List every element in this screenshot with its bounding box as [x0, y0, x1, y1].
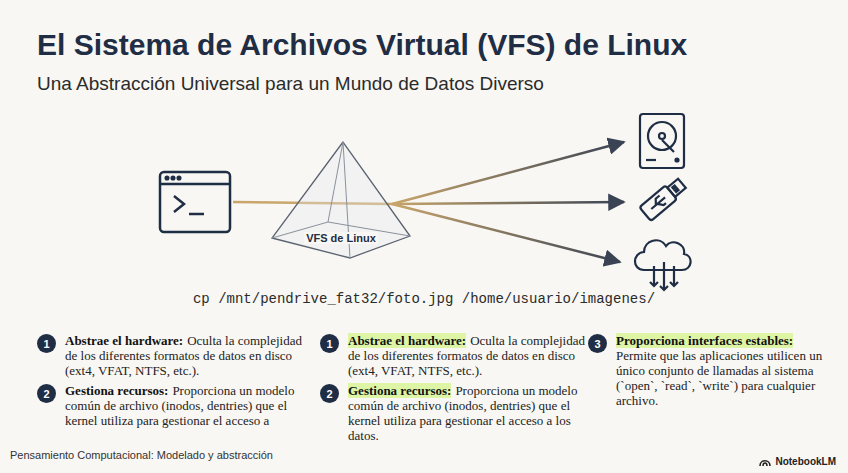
node-label: VFS de Linux	[304, 232, 378, 244]
cloud-icon	[635, 240, 691, 290]
brand-logo: NotebookLM	[759, 456, 836, 467]
callout-number: 1	[326, 338, 332, 350]
item-body: Permite que las aplicaciones utilicen un…	[616, 348, 826, 408]
usb-icon	[639, 176, 687, 221]
item-heading: Proporciona interfaces estables:	[616, 333, 793, 348]
title: El Sistema de Archivos Virtual (VFS) de …	[37, 28, 687, 62]
command-line: cp /mnt/pendrive_fat32/foto.jpg /home/us…	[0, 291, 848, 307]
pyramid-outline	[268, 138, 414, 263]
callout-number: 1	[37, 334, 56, 353]
logo-mark	[759, 457, 771, 467]
output-arrows	[392, 142, 624, 262]
callout-number: 3	[588, 334, 607, 353]
callout-number: 1	[320, 334, 339, 353]
item-heading: Gestiona recursos:	[65, 383, 168, 398]
hard-disk-icon	[640, 114, 684, 168]
callout-number: 3	[594, 338, 600, 350]
callout-number: 2	[43, 388, 49, 400]
numbered-item: Abstrae el hardware:Oculta la complejida…	[65, 333, 310, 378]
terminal-icon	[160, 172, 230, 232]
callout-number: 2	[326, 388, 332, 400]
footer-note: Pensamiento Computacional: Modelado y ab…	[10, 449, 273, 461]
numbered-item: Gestiona recursos:Proporciona un modelo …	[65, 383, 310, 428]
callout-number: 1	[43, 338, 49, 350]
numbered-item: Proporciona interfaces estables:Permite …	[616, 333, 826, 408]
callout-number: 2	[320, 384, 339, 403]
pyramid-label-holder: VFS de Linux	[268, 228, 414, 246]
numbered-item: Gestiona recursos:Proporciona un modelo …	[348, 383, 593, 443]
vfs-pyramid: VFS de Linux	[268, 138, 414, 263]
item-heading: Abstrae el hardware:	[348, 333, 466, 348]
item-heading: Abstrae el hardware:	[65, 333, 183, 348]
numbered-item: Abstrae el hardware:Oculta la complejida…	[348, 333, 593, 378]
item-heading: Gestiona recursos:	[348, 383, 451, 398]
callout-number: 2	[37, 384, 56, 403]
subtitle: Una Abstracción Universal para un Mundo …	[37, 73, 544, 95]
